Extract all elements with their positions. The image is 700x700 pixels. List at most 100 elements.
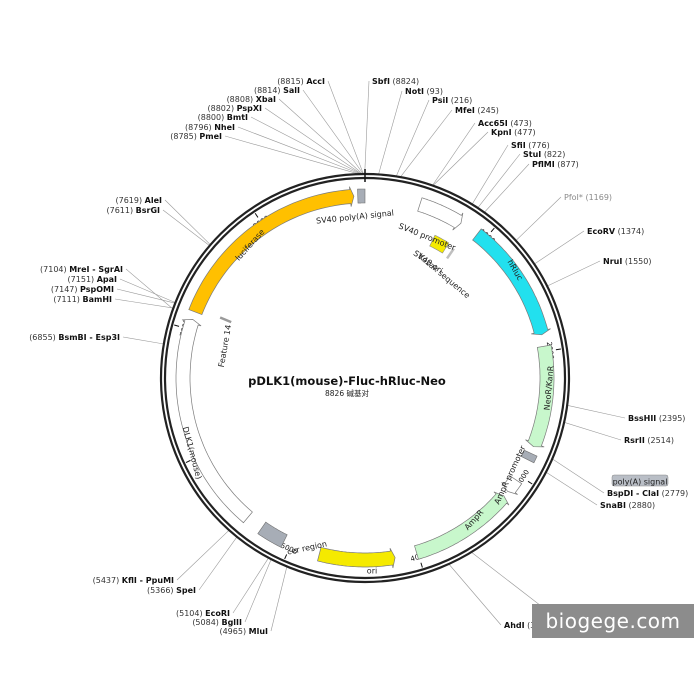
site-leader-line	[471, 551, 546, 610]
site-name: XbaI	[256, 95, 276, 104]
site-label: (7619) AleI	[116, 196, 163, 205]
site-position: (2395)	[659, 414, 686, 423]
site-position: (5084)	[192, 618, 219, 627]
site-position: (8802)	[207, 104, 234, 113]
feature-hrluc	[472, 228, 551, 336]
site-name: MluI	[249, 627, 268, 636]
site-leader-line	[232, 557, 269, 614]
site-name: AccI	[306, 77, 325, 86]
site-position: (216)	[451, 96, 473, 105]
site-leader-line	[114, 298, 174, 309]
site-name: SalI	[283, 86, 300, 95]
site-name: MfeI	[455, 106, 475, 115]
site-name: PfoI*	[564, 193, 583, 202]
site-position: (6855)	[29, 333, 56, 342]
site-label: BssHII (2395)	[628, 414, 685, 423]
site-label: PsiI (216)	[432, 96, 472, 105]
site-leader-line	[198, 536, 238, 591]
site-name: MreI - SgrAI	[69, 265, 123, 274]
feature-label: Feature 14	[217, 324, 233, 368]
site-label: (5437) KflI - PpuMI	[93, 576, 174, 585]
feature-neor-kanr	[525, 344, 555, 448]
feature-label: SV40 promoter	[397, 222, 457, 253]
site-position: (7111)	[53, 295, 80, 304]
site-leader-line	[567, 405, 626, 419]
site-position: (822)	[544, 150, 566, 159]
site-label: (4965) MluI	[219, 627, 268, 636]
site-position: (8824)	[393, 77, 420, 86]
site-label: (7151) ApaI	[68, 275, 117, 284]
site-name: NotI	[405, 87, 424, 96]
site-label: (8800) BmtI	[198, 113, 248, 122]
site-name: BmtI	[227, 113, 248, 122]
site-label: (8785) PmeI	[170, 132, 222, 141]
site-position: (1550)	[625, 257, 652, 266]
site-label: (5366) SpeI	[147, 586, 196, 595]
site-name: AleI	[145, 196, 162, 205]
site-name: BglII	[221, 618, 242, 627]
site-name: EcoRV	[587, 227, 616, 236]
site-position: (8800)	[198, 113, 225, 122]
site-leader-line	[534, 230, 585, 265]
site-label: BspDI - ClaI (2779)	[607, 489, 688, 498]
site-label: NotI (93)	[405, 87, 443, 96]
site-label: (7111) BamHI	[53, 295, 112, 304]
site-position: (877)	[557, 160, 579, 169]
site-name: SbfI	[372, 77, 390, 86]
site-name: EcoRI	[205, 609, 230, 618]
feature-label: SV40 poly(A) signal	[316, 208, 395, 225]
tick-mark	[490, 227, 495, 233]
site-name: BspDI - ClaI	[607, 489, 659, 498]
site-label: SnaBI (2880)	[600, 501, 655, 510]
site-label: (6855) BsmBI - Esp3I	[29, 333, 120, 342]
site-leader-line	[395, 99, 430, 177]
feature-sv40-ori	[429, 234, 450, 254]
site-leader-line	[162, 209, 210, 246]
site-position: (245)	[477, 106, 499, 115]
feature-ori	[317, 546, 396, 569]
site-name: AhdI	[504, 621, 525, 630]
site-label: (8802) PspXI	[207, 104, 262, 113]
site-leader-line	[264, 107, 362, 175]
site-label: SfiI (776)	[511, 141, 550, 150]
site-leader-line	[545, 471, 598, 506]
feature-ampr-promoter	[501, 475, 523, 495]
site-leader-lines	[114, 80, 626, 632]
feature-kozak-sequence	[446, 247, 455, 260]
site-label: (7147) PspOMI	[51, 285, 114, 294]
feature-sv40-promoter	[417, 197, 464, 231]
site-leader-line	[432, 131, 489, 186]
site-name: PsiI	[432, 96, 448, 105]
tick-mark	[527, 480, 533, 485]
site-name: PflMI	[532, 160, 555, 169]
site-leader-line	[400, 109, 453, 178]
site-name: PmeI	[199, 132, 222, 141]
feature-sv40-poly-a-signal	[357, 188, 366, 204]
site-name: Acc65I	[478, 119, 508, 128]
feature-label: NeoR/KanR	[543, 365, 556, 411]
site-leader-line	[176, 529, 230, 581]
site-name: RsrII	[624, 436, 645, 445]
site-label: MfeI (245)	[455, 106, 499, 115]
site-position: (8785)	[170, 132, 197, 141]
site-leader-line	[237, 126, 361, 175]
tick-mark	[254, 212, 259, 218]
site-leader-line	[119, 278, 176, 303]
site-position: (776)	[528, 141, 550, 150]
feature-label: Kozak sequence	[416, 252, 471, 300]
site-leader-line	[448, 563, 502, 626]
site-leader-line	[278, 98, 363, 175]
site-label: (7104) MreI - SgrAI	[40, 265, 123, 274]
site-position: (7147)	[51, 285, 78, 294]
site-position: (8808)	[227, 95, 254, 104]
tick-mark	[420, 562, 423, 568]
plasmid-name: pDLK1(mouse)-Fluc-hRluc-Neo	[248, 374, 446, 388]
site-position: (1169)	[585, 193, 612, 202]
site-leader-line	[378, 90, 403, 175]
site-label: EcoRV (1374)	[587, 227, 644, 236]
site-label: (8796) NheI	[185, 123, 235, 132]
site-label: PfoI* (1169)	[564, 193, 612, 202]
site-leader-line	[224, 135, 360, 175]
watermark: biogege.com	[532, 604, 694, 638]
